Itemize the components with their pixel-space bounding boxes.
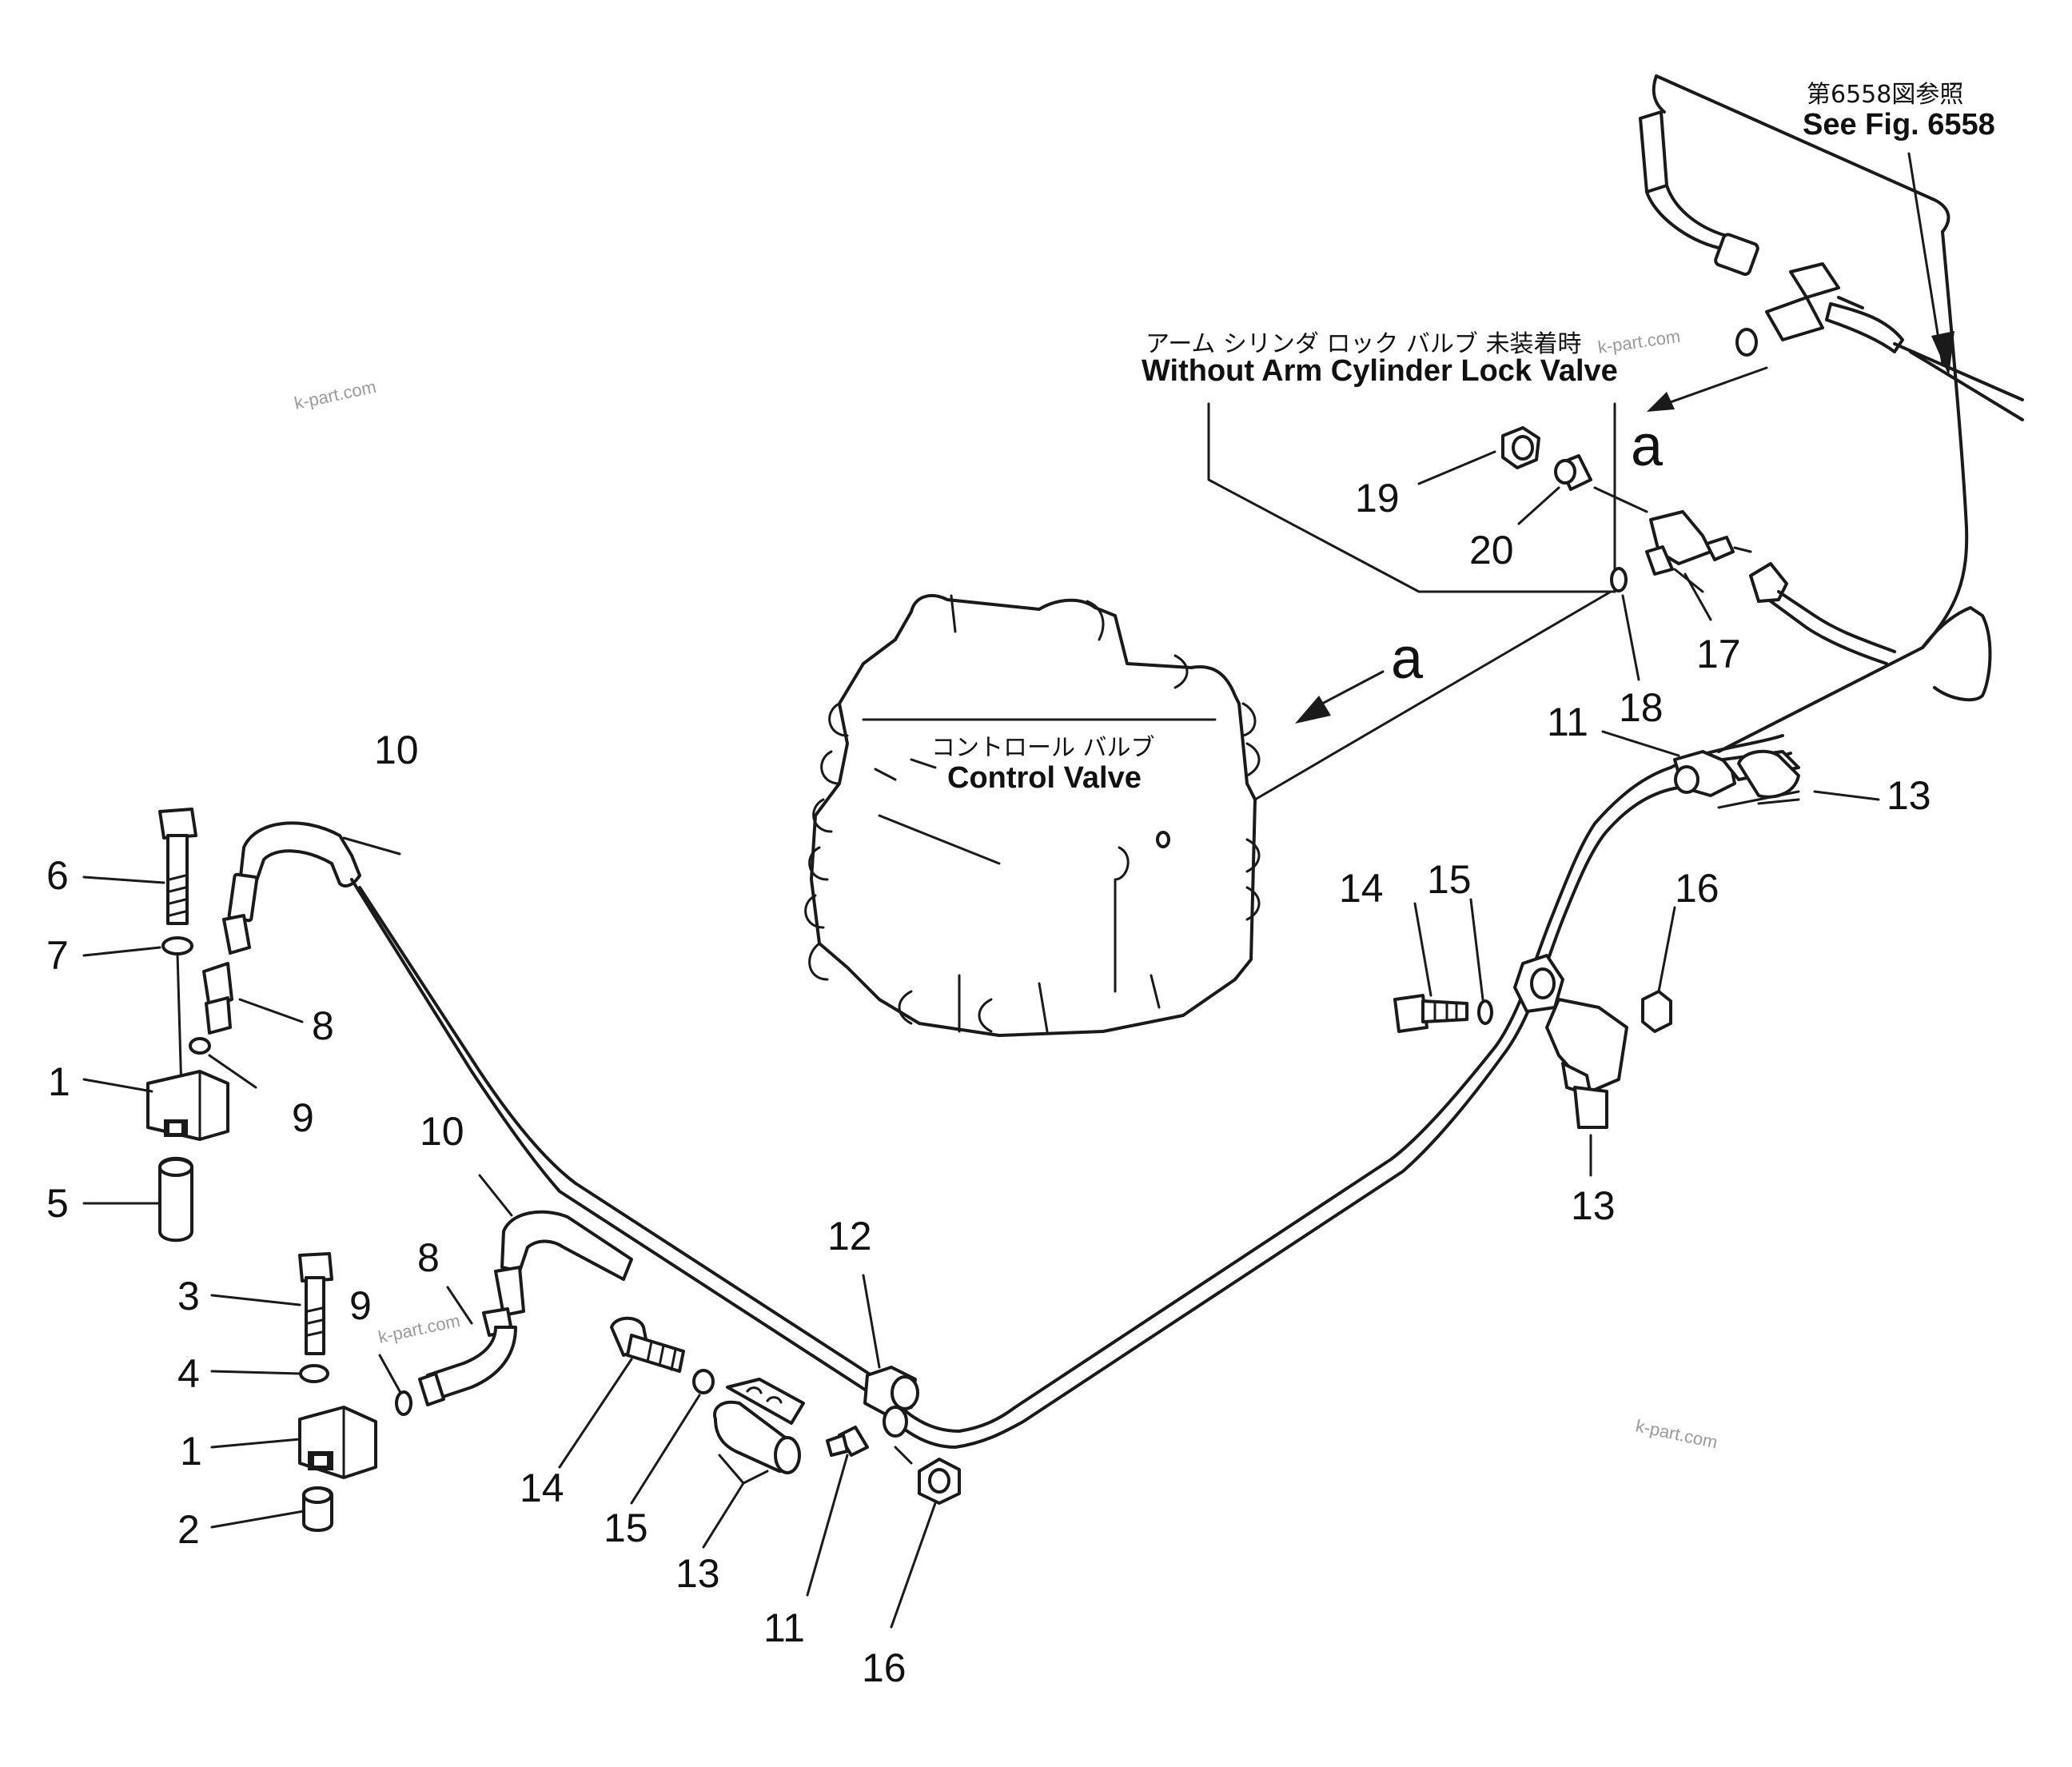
main-pipe-run [222, 734, 1792, 1449]
part-2-spacer-lower [302, 1486, 333, 1532]
part-12-clamp-lower [826, 1366, 919, 1457]
part-8-fitting-upper [202, 962, 233, 1035]
part-14-bolt-right [1393, 994, 1468, 1033]
part-5-spacer-upper [158, 1156, 193, 1242]
part-17-tee-fitting [1645, 510, 1752, 593]
callout-17: 17 [1696, 632, 1741, 676]
callout-5: 5 [46, 1181, 69, 1226]
part-6-bolt-upper [158, 808, 197, 925]
callout-15-lower: 15 [604, 1506, 648, 1550]
detail-box-without-lock-valve [1207, 366, 1768, 593]
callout-14-right: 14 [1339, 866, 1384, 911]
callout-4: 4 [177, 1351, 200, 1396]
callout-3: 3 [177, 1274, 200, 1318]
part-19-nut [1501, 426, 1540, 469]
see-fig-arrow [1907, 152, 1954, 376]
callout-13-lower: 13 [675, 1551, 720, 1596]
detail-marker-valve: a [1391, 627, 1424, 691]
part-13-cushion-right-upper [1717, 749, 1800, 809]
callout-16-lower: 16 [862, 1645, 906, 1690]
part-11-clamp-right-lower [1513, 954, 1628, 1129]
callout-7: 7 [46, 933, 69, 978]
upper-reference-hose [1639, 74, 2024, 753]
callout-8-lower: 8 [417, 1235, 440, 1280]
part-3-bolt-lower [298, 1252, 333, 1355]
callout-8-upper: 8 [312, 1003, 334, 1048]
part-9-o-ring-lower [395, 1390, 412, 1416]
part-13-clamp-cushion-lower [713, 1378, 805, 1474]
callout-15-right: 15 [1427, 857, 1472, 902]
callout-19: 19 [1355, 476, 1400, 521]
see-fig-label-jp: 第6558図参照 [1807, 81, 1963, 109]
callout-6: 6 [46, 853, 69, 898]
callout-1-lower: 1 [180, 1429, 202, 1474]
clamp-lower-guide [894, 1446, 913, 1465]
watermark-left: k-part.com [293, 377, 378, 413]
without-lock-valve-label-jp: アーム シリンダ ロック バルブ 未装着時 [1146, 330, 1581, 358]
callout-18: 18 [1619, 685, 1664, 730]
part-16-nut-right [1641, 990, 1672, 1033]
callout-2: 2 [177, 1507, 200, 1552]
detail-marker-box: a [1631, 414, 1664, 478]
callout-14-lower: 14 [520, 1466, 564, 1510]
part-4-washer-lower [299, 1364, 329, 1383]
callout-20: 20 [1469, 528, 1514, 572]
callout-10-upper: 10 [374, 728, 419, 772]
callout-9-lower: 9 [349, 1283, 372, 1328]
part-15-washer-lower [692, 1369, 715, 1394]
watermark-right: k-part.com [1634, 1415, 1719, 1452]
callout-12: 12 [827, 1214, 872, 1258]
detail-arrow-control-valve [1295, 670, 1385, 724]
part-8-elbow-lower [418, 1326, 517, 1406]
part-1-block-lower [298, 1406, 377, 1479]
control-valve-label-jp: コントロール バルブ [931, 734, 1155, 762]
without-lock-valve-label-en: Without Arm Cylinder Lock Valve [1142, 354, 1618, 388]
callout-13-right-upper: 13 [1887, 773, 1931, 818]
part-1-block-upper [146, 1070, 229, 1141]
right-hose-fitting [1749, 562, 1896, 665]
watermark-top: k-part.com [1596, 326, 1681, 357]
part-7-washer-upper [161, 936, 193, 1121]
part-15-washer-right [1477, 999, 1493, 1025]
callout-11-lower: 11 [763, 1605, 805, 1650]
part-9-o-ring-upper [189, 1037, 211, 1055]
control-valve-block [804, 594, 1261, 1037]
callout-10-lower: 10 [420, 1109, 464, 1154]
callout-11-right: 11 [1547, 700, 1588, 744]
callout-13-right-lower: 13 [1571, 1183, 1616, 1228]
leader-lines [82, 450, 1880, 1629]
callout-1-upper: 1 [48, 1059, 70, 1104]
valve-connection-line [1253, 590, 1612, 801]
callout-16-right: 16 [1675, 866, 1719, 911]
callout-9-upper: 9 [292, 1095, 314, 1140]
part-20-plug [1554, 454, 1648, 513]
watermark-middle: k-part.com [377, 1310, 462, 1347]
part-16-nut-lower [918, 1458, 961, 1505]
see-fig-label-en: See Fig. 6558 [1803, 108, 1995, 142]
part-14-bolt-lower [610, 1316, 685, 1373]
control-valve-label-en: Control Valve [947, 761, 1142, 795]
part-18-o-ring [1610, 567, 1628, 592]
